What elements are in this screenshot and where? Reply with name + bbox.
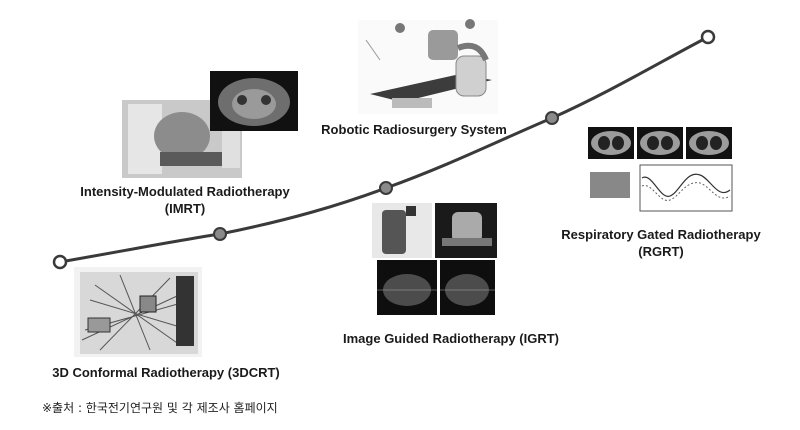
- igrt-image: [372, 203, 497, 315]
- label-3dcrt: 3D Conformal Radiotherapy (3DCRT): [48, 364, 284, 381]
- rgrt-image: [588, 127, 733, 212]
- node-rgrt: [545, 111, 559, 125]
- label-robotic-title: Robotic Radiosurgery System: [321, 122, 507, 137]
- node-igrt: [379, 181, 393, 195]
- label-rgrt-title: Respiratory Gated Radiotherapy: [561, 227, 761, 242]
- imrt-image: [122, 71, 298, 178]
- label-3dcrt-title: 3D Conformal Radiotherapy (3DCRT): [52, 365, 280, 380]
- label-rgrt: Respiratory Gated Radiotherapy (RGRT): [558, 226, 764, 260]
- end-node: [700, 29, 716, 45]
- label-imrt-title: Intensity-Modulated Radiotherapy: [80, 184, 290, 199]
- robotic-image: [358, 19, 498, 114]
- label-robotic: Robotic Radiosurgery System: [316, 121, 512, 138]
- source-note: ※출처 : 한국전기연구원 및 각 제조사 홈페이지: [42, 401, 278, 415]
- label-igrt-title: Image Guided Radiotherapy (IGRT): [343, 331, 559, 346]
- 3dcrt-image: [74, 267, 202, 357]
- label-rgrt-abbr: (RGRT): [638, 244, 684, 259]
- label-imrt-abbr: (IMRT): [164, 201, 206, 216]
- label-imrt: Intensity-Modulated Radiotherapy (IMRT): [78, 183, 292, 217]
- start-node: [52, 254, 68, 270]
- node-imrt: [213, 227, 227, 241]
- label-igrt: Image Guided Radiotherapy (IGRT): [338, 330, 564, 347]
